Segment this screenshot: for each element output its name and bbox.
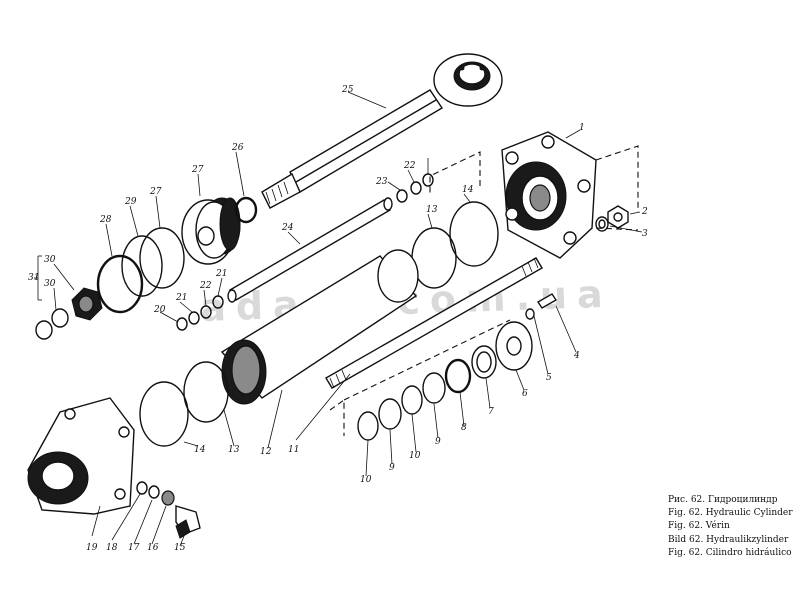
callout-23: 24: [281, 223, 294, 233]
caption-ru: Рис. 62. Гидроцилиндр: [668, 495, 778, 505]
callout-17: 17: [128, 543, 140, 553]
o-ring-part-13-lower: [183, 361, 229, 423]
seal-rings-parts-21-22-upper: [396, 173, 434, 203]
callout-16: 16: [147, 543, 159, 553]
o-ring-part-25: [234, 196, 258, 224]
cylinder-base-part-19: [27, 397, 135, 515]
callout-13-lower: 13: [228, 445, 240, 455]
callout-10a: 10: [409, 451, 421, 461]
callout-30: 30: [44, 279, 56, 289]
callout-15-lower: 15: [174, 543, 186, 553]
caption-fr: Fig. 62. Vérin: [668, 521, 730, 532]
callout-13-upper: 13: [426, 205, 438, 215]
callout-29: 30: [44, 255, 56, 265]
nut-washer-parts-2-3: [595, 205, 629, 232]
callout-11: 11: [288, 445, 299, 455]
callout-3: 3: [642, 229, 648, 239]
o-ring-part-14-lower: [139, 381, 189, 447]
callout-2: 2: [641, 207, 648, 217]
nut-washers-parts-29-31: [34, 255, 103, 340]
callout-14-upper: 14: [462, 185, 474, 195]
callout-15-upper: 21: [175, 293, 187, 303]
callout-9b: 9: [389, 463, 395, 473]
figure-caption: Рис. 62. Гидроцилиндр Fig. 62. Hydraulic…: [668, 494, 793, 560]
callout-27-left: 28: [99, 215, 112, 225]
tie-rod-part-11: [325, 257, 543, 389]
callout-18: 18: [106, 543, 118, 553]
callout-9a: 9: [435, 437, 441, 447]
fittings-parts-15-18: [136, 481, 201, 539]
cylinder-head-part-1: [501, 131, 597, 259]
bolt-plate-parts-4-6: [495, 293, 557, 371]
cylinder-tube-part-12: [220, 249, 419, 405]
caption-es: Fig. 62. Cilindro hidráulico: [668, 547, 792, 558]
callout-numbers: 1 2 3 4 5 6 7 8 9 10 9 10 11 12 13 14 13…: [28, 85, 648, 553]
callout-27-right: 27: [149, 187, 162, 197]
callout-8: 8: [461, 423, 467, 433]
callout-5: 5: [546, 373, 552, 383]
callout-31: 31: [28, 273, 39, 283]
callout-22-left: 21: [215, 269, 227, 279]
callout-24: 25: [341, 85, 354, 95]
piston-part-26: [181, 197, 241, 265]
ring-part-28: [121, 235, 163, 297]
tie-rod-part-23: [227, 197, 393, 303]
callout-21-left: 22: [199, 281, 212, 291]
piston-rod-part-24: [261, 53, 503, 209]
callout-4: 4: [573, 351, 580, 361]
callout-14-lower: 14: [194, 445, 206, 455]
callout-21-upper: 22: [403, 161, 416, 171]
callout-22-upper: 23: [375, 177, 388, 187]
callout-20: 20: [153, 305, 166, 315]
callout-26: 27: [191, 165, 204, 175]
callout-1: 1: [579, 123, 585, 133]
callout-6: 6: [522, 389, 528, 399]
ring-part-27-right: [139, 227, 185, 289]
o-ring-part-14-upper: [449, 201, 499, 267]
callout-10b: 10: [360, 475, 372, 485]
caption-en: Fig. 62. Hydraulic Cylinder: [668, 508, 793, 519]
ring-part-27-left: [96, 254, 144, 314]
caption-de: Bild 62. Hydraulikzylinder: [668, 534, 789, 545]
callout-leaders: [53, 91, 643, 547]
callout-25: 26: [231, 143, 244, 153]
callout-19: 19: [86, 543, 98, 553]
callout-28: 29: [124, 197, 137, 207]
callout-7: 7: [488, 407, 494, 417]
callout-12: 12: [260, 447, 272, 457]
